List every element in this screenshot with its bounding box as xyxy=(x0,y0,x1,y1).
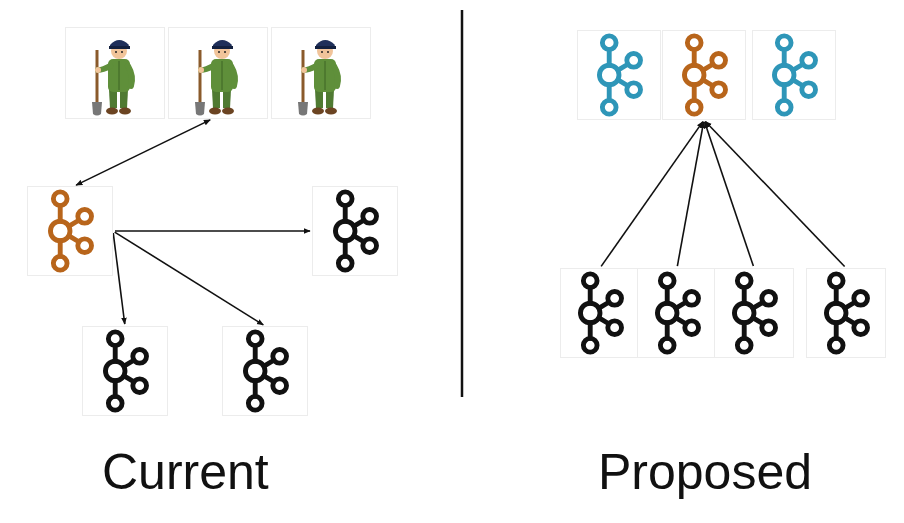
zookeeper-figure xyxy=(272,28,370,118)
kafka-logo xyxy=(223,327,307,415)
kafka-broker xyxy=(312,186,398,276)
kafka-broker xyxy=(82,326,168,416)
kafka-logo xyxy=(807,269,885,357)
arrow-connector xyxy=(677,122,703,266)
kafka-logo xyxy=(715,269,793,357)
kafka-logo xyxy=(313,187,397,275)
kafka-broker xyxy=(637,268,717,358)
arrow-connector xyxy=(76,120,210,185)
kafka-broker xyxy=(662,30,746,120)
kafka-broker xyxy=(806,268,886,358)
arrow-connector xyxy=(705,122,754,266)
arrow-connector xyxy=(113,233,124,324)
section-label: Current xyxy=(102,445,269,500)
kafka-logo xyxy=(663,31,745,119)
arrow-connector xyxy=(705,121,844,266)
arrow-connector xyxy=(115,230,310,232)
zookeeper-figure xyxy=(169,28,267,118)
zookeeper-figure xyxy=(66,28,164,118)
kafka-logo xyxy=(28,187,112,275)
kafka-broker xyxy=(752,30,836,120)
kafka-broker xyxy=(577,30,661,120)
kafka-logo xyxy=(578,31,660,119)
zookeeper-node xyxy=(271,27,371,119)
kafka-broker xyxy=(560,268,640,358)
kafka-logo xyxy=(83,327,167,415)
arrow-connector xyxy=(115,232,264,325)
zookeeper-node xyxy=(65,27,165,119)
divider-line xyxy=(461,10,464,397)
kafka-broker xyxy=(714,268,794,358)
kafka-broker xyxy=(222,326,308,416)
kafka-logo xyxy=(561,269,639,357)
arrow-connector xyxy=(601,122,703,267)
kafka-logo xyxy=(753,31,835,119)
kafka-broker xyxy=(27,186,113,276)
section-label: Proposed xyxy=(598,445,812,500)
kafka-logo xyxy=(638,269,716,357)
zookeeper-node xyxy=(168,27,268,119)
